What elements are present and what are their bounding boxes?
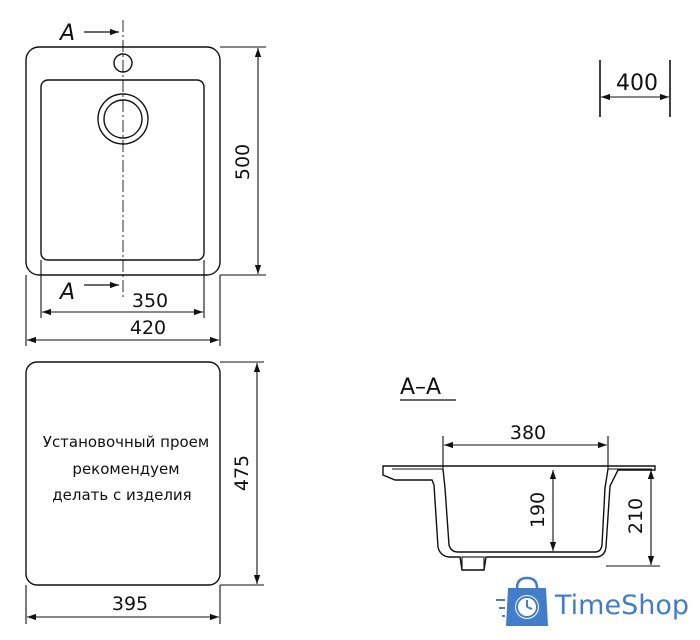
cutout-note-line-2: рекомендуем — [72, 460, 179, 478]
dimension-height-label: 475 — [231, 455, 253, 491]
cutout-note-line-3: делать с изделия — [52, 486, 191, 504]
dimension-outer-depth-label: 210 — [625, 498, 647, 534]
cutout-view: Установочный проем рекомендуем делать с … — [25, 361, 264, 624]
standalone-dimension: 400 — [599, 60, 671, 117]
cutout-note-line-1: Установочный проем — [43, 433, 209, 451]
top-view: A A 500 350 420 — [25, 20, 266, 346]
dimension-width-label: 395 — [112, 593, 148, 615]
dimension-height-label: 500 — [232, 144, 254, 180]
dimension-label-400: 400 — [616, 71, 658, 96]
watermark-text: TimeShop — [554, 590, 689, 621]
dimension-inner-width-label: 350 — [132, 290, 168, 312]
dimension-width-label: 380 — [510, 422, 546, 444]
section-view: A–A 380 190 210 — [382, 375, 660, 571]
section-letter-top: A — [58, 21, 75, 46]
sink-profile-inner — [442, 468, 609, 553]
dimension-inner-depth-label: 190 — [527, 492, 549, 528]
sink-profile-outer — [382, 465, 656, 571]
shopping-bag-clock-icon — [496, 576, 548, 626]
watermark: TimeShop — [496, 576, 689, 626]
section-letter-bottom: A — [58, 280, 75, 305]
dimension-outer-width-label: 420 — [130, 317, 166, 339]
section-title: A–A — [400, 375, 441, 400]
cutout-outline — [25, 361, 221, 586]
drain-fitting — [461, 556, 485, 571]
bowl-outline — [40, 79, 205, 261]
